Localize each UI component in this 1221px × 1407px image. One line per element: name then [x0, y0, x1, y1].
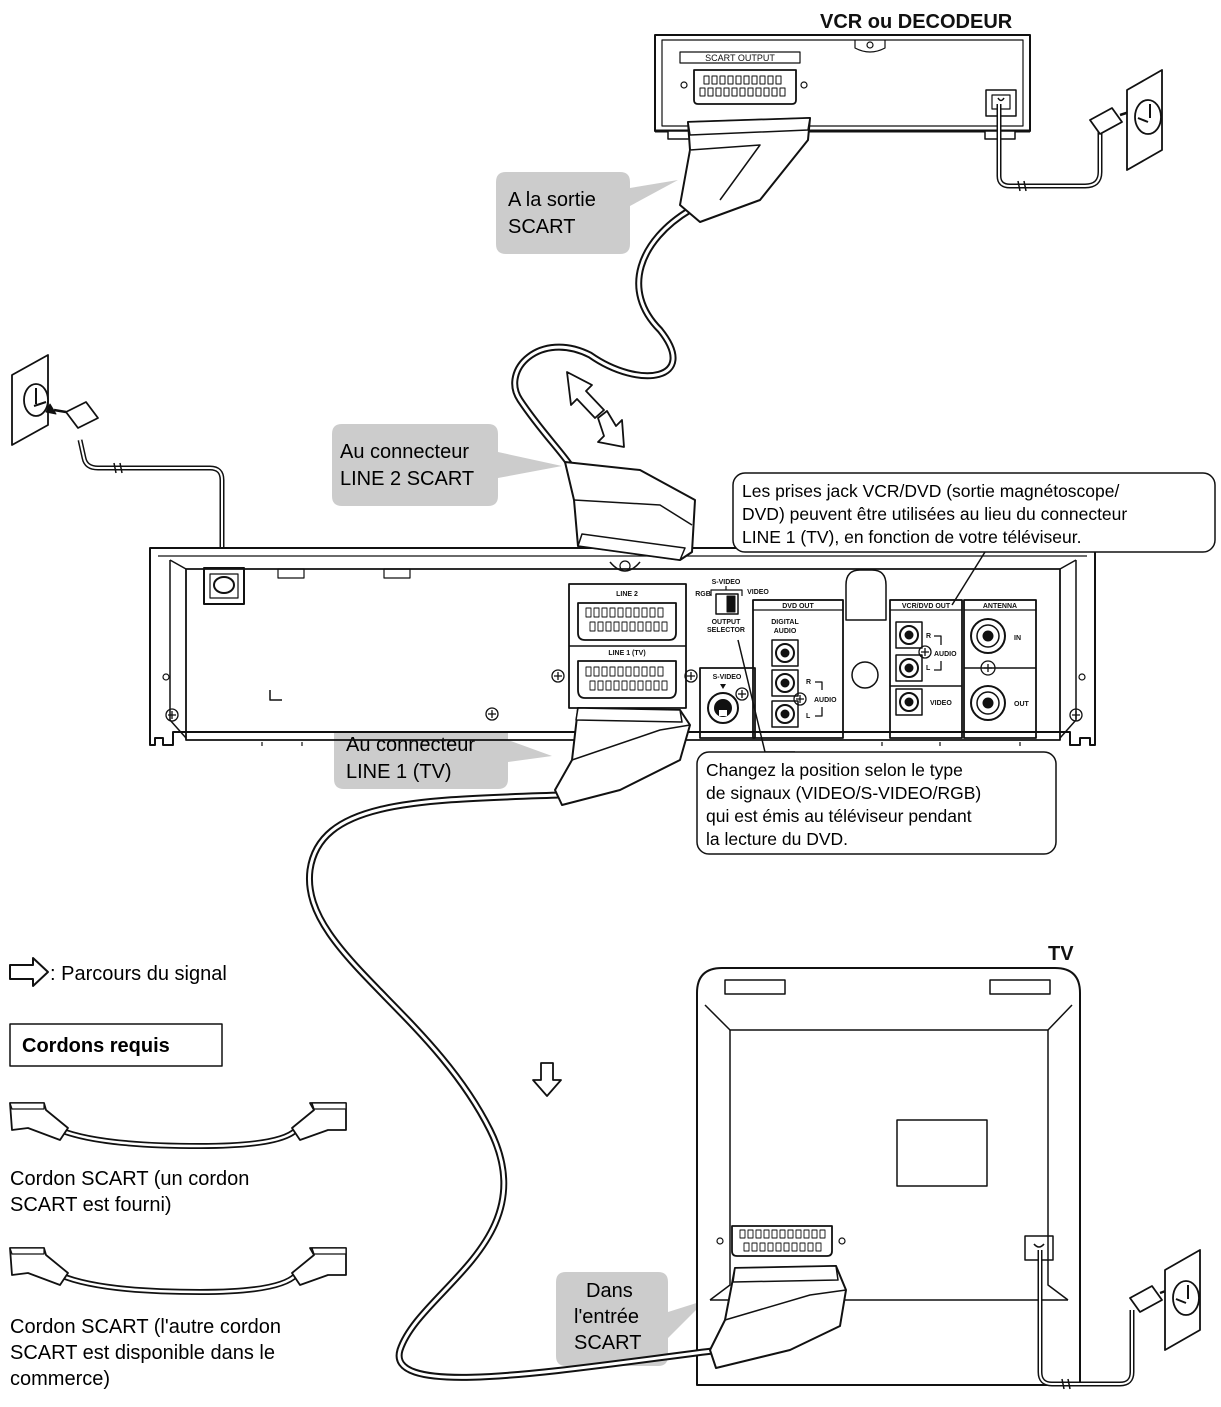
- cord2-line3: commerce): [10, 1368, 110, 1390]
- signal-arrow-down: [597, 410, 625, 448]
- cord2-line1: Cordon SCART (l'autre cordon: [10, 1316, 281, 1338]
- label-video-switch: VIDEO: [747, 589, 769, 596]
- signal-arrow-up: [566, 371, 605, 419]
- label-selector: SELECTOR: [707, 627, 745, 634]
- legend: : Parcours du signal Cordons requis Cord…: [9, 957, 347, 1390]
- callout-scart-out-line2: SCART: [508, 216, 575, 238]
- cord1-line2: SCART est fourni): [10, 1194, 172, 1216]
- note-selector: Changez la position selon le type de sig…: [696, 639, 1057, 855]
- label-audio2: AUDIO: [934, 651, 957, 658]
- dvd-rear-panel: LINE 2 LINE 1 (TV) S-VIDEO RGB VIDEO OUT…: [149, 547, 1096, 746]
- tv-wall-outlet: [1164, 1249, 1201, 1351]
- scart-cord-icon-1: [9, 1102, 347, 1149]
- label-r2: R: [926, 633, 931, 640]
- cord1-line1: Cordon SCART (un cordon: [10, 1168, 249, 1190]
- vcr-wall-outlet: [1126, 69, 1163, 171]
- note-selector-line3: qui est émis au téléviseur pendant: [706, 806, 972, 826]
- vcr-title: VCR ou DECODEUR: [820, 11, 1013, 33]
- label-digital-audio: AUDIO: [774, 628, 797, 635]
- label-in: IN: [1014, 635, 1021, 642]
- label-out: OUT: [1014, 701, 1030, 708]
- vcr-decoder: VCR ou DECODEUR SCART OUTPUT: [654, 11, 1031, 140]
- scart-plug-line2: [564, 461, 696, 561]
- label-output: OUTPUT: [712, 619, 742, 626]
- signal-path-arrow-icon: [9, 957, 49, 987]
- scart-plug-vcr: [679, 117, 811, 223]
- callout-tv-in-line3: SCART: [574, 1332, 641, 1354]
- label-audio: AUDIO: [814, 697, 837, 704]
- vcr-scart-output-label: SCART OUTPUT: [705, 53, 775, 63]
- callout-scart-out: A la sortie SCART: [496, 172, 678, 254]
- label-svideo-switch: S-VIDEO: [712, 579, 741, 586]
- callout-line2-line1: Au connecteur: [340, 441, 469, 463]
- label-antenna: ANTENNA: [983, 603, 1017, 610]
- label-digital: DIGITAL: [771, 619, 799, 626]
- label-l2: L: [926, 665, 931, 672]
- scart-cable-line1-tv: [306, 791, 721, 1381]
- note-vcr-dvd-line1: Les prises jack VCR/DVD (sortie magnétos…: [742, 481, 1120, 501]
- label-vcr-dvd-out: VCR/DVD OUT: [902, 603, 951, 610]
- callout-line2: Au connecteur LINE 2 SCART: [332, 424, 562, 506]
- signal-arrow-down-lower: [532, 1062, 562, 1097]
- note-selector-line1: Changez la position selon le type: [706, 760, 963, 780]
- label-rgb: RGB: [695, 591, 711, 598]
- label-r: R: [806, 679, 811, 686]
- note-vcr-dvd-line3: LINE 1 (TV), en fonction de votre télévi…: [742, 527, 1081, 547]
- note-vcr-dvd-line2: DVD) peuvent être utilisées au lieu du c…: [742, 504, 1127, 524]
- tv-title: TV: [1048, 943, 1074, 965]
- cord2-line2: SCART est disponible dans le: [10, 1342, 275, 1364]
- callout-line2-line2: LINE 2 SCART: [340, 468, 474, 490]
- legend-signal-path: : Parcours du signal: [50, 963, 227, 985]
- note-selector-line4: la lecture du DVD.: [706, 829, 848, 849]
- label-l: L: [806, 713, 811, 720]
- label-dvd-out: DVD OUT: [782, 603, 814, 610]
- dvd-wall-outlet: [11, 354, 49, 446]
- callout-tv-in-line1: Dans: [586, 1280, 633, 1302]
- callout-scart-out-line1: A la sortie: [508, 189, 596, 211]
- callout-tv-in-line2: l'entrée: [574, 1306, 639, 1328]
- legend-required-cords: Cordons requis: [22, 1035, 170, 1057]
- scart-cable-vcr-line2: [511, 206, 692, 467]
- note-selector-line2: de signaux (VIDEO/S-VIDEO/RGB): [706, 783, 981, 803]
- label-line1: LINE 1 (TV): [608, 650, 645, 657]
- scart-plug-line1: [554, 707, 691, 806]
- callout-line1-line1: Au connecteur: [346, 734, 475, 756]
- note-vcr-dvd: Les prises jack VCR/DVD (sortie magnétos…: [732, 472, 1216, 606]
- callout-line1-line2: LINE 1 (TV): [346, 761, 452, 783]
- scart-plug-tv: [709, 1265, 847, 1369]
- label-line2: LINE 2: [616, 591, 638, 598]
- label-video: VIDEO: [930, 700, 952, 707]
- scart-cord-icon-2: [9, 1247, 347, 1295]
- dvd-power-cord: [45, 401, 225, 585]
- callout-tv-in: Dans l'entrée SCART: [556, 1272, 706, 1366]
- label-svideo-jack: S-VIDEO: [713, 674, 742, 681]
